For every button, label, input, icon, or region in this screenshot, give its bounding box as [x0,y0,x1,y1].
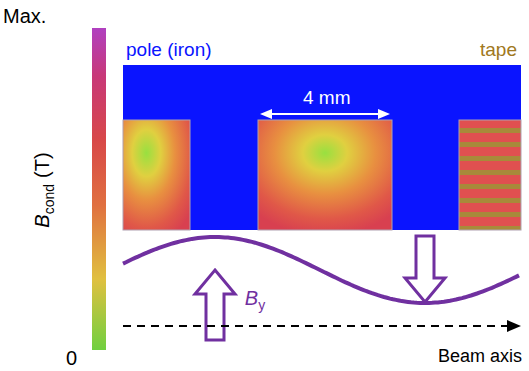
field-subscript: y [258,297,265,313]
colorbar-title: Bcond(T) [32,152,52,227]
scale-max: Max. [3,6,46,26]
part-name: tape [480,40,517,59]
beam-axis [123,325,508,327]
conductor [123,120,190,230]
field-symbol: B [245,287,258,309]
field-label: By [245,288,265,308]
dimension: 4 mm [303,88,351,107]
field-arrow-up [195,270,235,340]
field-arrow-down [405,236,445,302]
part-name: pole (iron) [126,40,212,59]
color-bar [92,28,106,350]
axis-name: Beam axis [438,347,522,365]
conductor [258,120,392,230]
axis-symbol: B [31,214,53,227]
field-wave [123,237,519,303]
tape-conductor [459,120,521,230]
beam-axis-head [507,320,521,332]
axis-subscript: cond [41,184,57,214]
scale-zero: 0 [66,348,77,368]
axis-unit: (T) [31,152,53,178]
dimension-arrow [260,109,390,119]
iron-pole [123,65,521,230]
